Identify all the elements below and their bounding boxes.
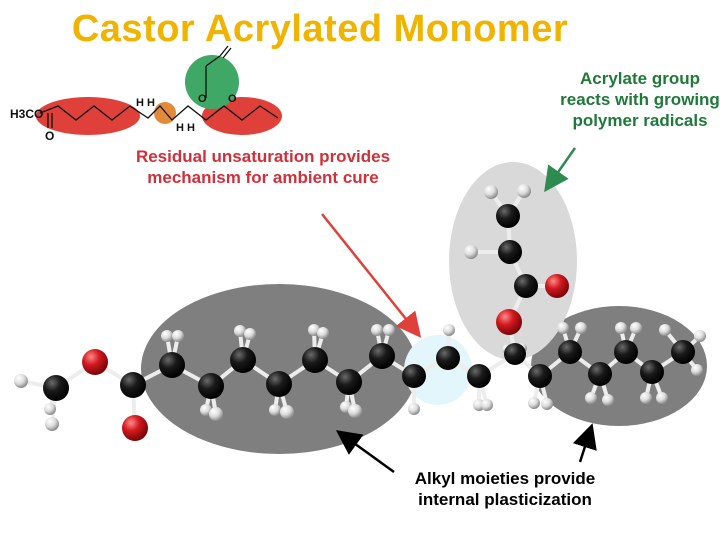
acrylate-highlight <box>185 55 239 109</box>
carbon-atom <box>614 340 638 364</box>
cis-h-top-label: H H <box>136 97 155 109</box>
oxygen-atom <box>82 349 108 375</box>
hydrogen-atom <box>557 322 569 334</box>
arrow-residual-unsaturation <box>321 213 422 338</box>
hydrogen-atom <box>44 403 56 415</box>
hydrogen-atom <box>630 322 642 334</box>
alkyl-moieties-note: Alkyl moieties provide internal plastici… <box>414 469 596 509</box>
hydrogen-atom <box>443 324 455 336</box>
hydrogen-atom <box>371 324 383 336</box>
oxygen-atom <box>545 274 569 298</box>
hydrogen-atom <box>161 330 173 342</box>
carbonyl-o-label: O <box>45 129 54 143</box>
hydrogen-atom <box>209 407 223 421</box>
hydrogen-atom <box>348 404 362 418</box>
hydrogen-atom <box>200 404 212 416</box>
carbon-atom <box>198 373 224 399</box>
hydrogen-atom <box>14 374 28 388</box>
acrylate-group-note: Acrylate group reacts with growing polym… <box>560 69 720 130</box>
carbon-atom <box>498 240 522 264</box>
carbon-atom <box>336 369 362 395</box>
hydrogen-atom <box>585 392 597 404</box>
carbon-atom <box>640 360 664 384</box>
carbon-atom <box>369 343 395 369</box>
hydrogen-atom <box>517 184 531 198</box>
page-title: Castor Acrylated Monomer <box>71 8 569 50</box>
carbon-atom <box>588 362 612 386</box>
hydrogen-atom <box>484 185 498 199</box>
hydrogen-atom <box>575 322 587 334</box>
carbon-atom <box>402 364 426 388</box>
hydrogen-atom <box>234 325 246 337</box>
carbon-atom <box>120 372 146 398</box>
carbon-atom <box>504 343 526 365</box>
hydrogen-atom <box>541 398 553 410</box>
carbon-atom <box>467 364 491 388</box>
hydrogen-atom <box>615 322 627 334</box>
atoms <box>14 184 706 441</box>
carbon-atom <box>528 364 552 388</box>
carbon-atom <box>671 340 695 364</box>
hydrogen-atom <box>481 399 493 411</box>
structure-sketch: H3CO O H H H H O O <box>10 45 282 143</box>
hydrogen-atom <box>694 330 706 342</box>
hydrogen-atom <box>280 405 294 419</box>
residual-unsaturation-note: Residual unsaturation provides mechanism… <box>135 147 391 187</box>
hydrogen-atom <box>602 394 614 406</box>
hydrogen-atom <box>269 404 281 416</box>
hydrogen-atom <box>244 328 256 340</box>
cis-h-bottom-label: H H <box>176 122 195 134</box>
hydrogen-atom <box>656 392 668 404</box>
arrow-alkyl-left <box>335 430 395 474</box>
hydrogen-atom <box>317 327 329 339</box>
ester-carbonyl-o-label: O <box>228 93 237 105</box>
arrow-acrylate <box>544 147 577 193</box>
hydrogen-atom <box>172 330 184 342</box>
arrow-alkyl-right <box>572 423 597 463</box>
carbon-atom <box>159 352 185 378</box>
hydrogen-atom <box>45 417 59 431</box>
carbon-atom <box>43 375 69 401</box>
double-bond-highlight <box>154 102 176 124</box>
carbon-atom <box>230 347 256 373</box>
carbon-atom <box>496 204 520 228</box>
carbon-atom <box>514 274 538 298</box>
hydrogen-atom <box>659 324 671 336</box>
alkyl-highlight-left <box>36 97 140 135</box>
methoxy-label: H3CO <box>10 107 43 121</box>
hydrogen-atom <box>408 403 420 415</box>
carbon-atom <box>436 346 460 370</box>
hydrogen-atom <box>640 392 652 404</box>
hydrogen-atom <box>528 397 540 409</box>
carbon-atom <box>302 347 328 373</box>
hydrogen-atom <box>383 324 395 336</box>
hydrogen-atom <box>691 364 703 376</box>
carbon-atom <box>266 371 292 397</box>
ester-o-label: O <box>198 93 207 105</box>
oxygen-atom <box>122 415 148 441</box>
oxygen-atom <box>496 309 522 335</box>
hydrogen-atom <box>464 245 478 259</box>
carbon-atom <box>558 340 582 364</box>
